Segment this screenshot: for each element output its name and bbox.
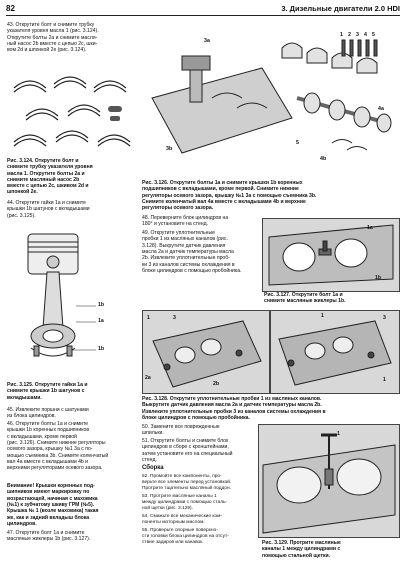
fig-3-128-label-1b: 1 <box>321 313 324 319</box>
fig-3-125-label-2: 1a <box>98 318 104 324</box>
fig-3-127-label-1b: 1b <box>375 275 382 281</box>
oil-channel-brush-illustration <box>262 433 396 534</box>
fig-3-124-caption: Рис. 3.124. Открутите болт и снимите тру… <box>7 158 93 196</box>
cylinder-block-left-illustration <box>152 320 262 388</box>
fig-3-126-label-5b: 5 <box>296 140 299 146</box>
fig-3-126-label-5: 5 <box>372 32 375 38</box>
step-53: 53. Протрите масляные каналы 1 между цил… <box>142 494 228 511</box>
figure-3-129: 1 <box>258 424 400 538</box>
step-46: 46. Открутите болты 1а и снимите крышки … <box>7 421 109 472</box>
figure-3-125: 1b 1a 1b <box>10 226 130 376</box>
step-48: 48. Переверните блок цилиндров на 180° и… <box>142 215 229 228</box>
fig-3-126-label-3: 3 <box>356 32 359 38</box>
fig-3-126-label-4b: 4b <box>320 156 327 162</box>
step-52: 52. Промойте все компоненты, про- верьте… <box>142 474 232 491</box>
fig-3-127-label-1a: 1a <box>367 225 373 231</box>
fig-3-126-label-3b: 3b <box>166 146 173 152</box>
figure-3-124 <box>6 68 136 156</box>
step-49: 49. Открутите уплотнительные пробки 1 из… <box>142 230 242 275</box>
fig-3-126-label-2: 2 <box>348 32 351 38</box>
fig-3-128-label-1a: 1 <box>147 315 150 321</box>
figure-3-128-right: 1 3 1 <box>270 310 400 394</box>
bearing-shells-illustration <box>13 76 131 147</box>
fig-3-128-label-3a: 3 <box>173 315 176 321</box>
step-54: 54. Смажьте все механические ком- понент… <box>142 514 223 525</box>
step-51: 51. Открутите болты и снимите блок цилин… <box>142 438 233 464</box>
step-43: 43. Открутите болт и снимите трубку указ… <box>7 22 99 54</box>
fig-3-126-label-4: 4 <box>364 32 367 38</box>
fig-3-128-label-2a: 2a <box>145 375 151 381</box>
step-47: 47. Открутите болт 1а и снимите масляные… <box>7 530 91 543</box>
fig-3-126-label-4a: 4a <box>378 106 384 112</box>
fig-3-125-caption: Рис. 3.125. Открутите гайки 1а и снимите… <box>7 382 88 401</box>
step-44: 44. Открутите гайки 1а и снимите крышки … <box>7 200 90 219</box>
fig-3-126-label-1: 1 <box>340 32 343 38</box>
fig-3-126-label-3a: 3a <box>204 38 210 44</box>
step-55: 55. Проверьте опорные поверхно- сти голо… <box>142 528 229 545</box>
fig-3-128-caption: Рис. 3.128. Открутите уплотнительные про… <box>142 396 326 421</box>
header-rule <box>6 15 400 16</box>
step-45: 45. Извлеките поршни с шатунами из блока… <box>7 407 89 420</box>
assembly-heading: Сборка <box>142 465 164 471</box>
figure-3-126: 3a 1 2 3 4 5 4a 5 3b 4b <box>142 28 400 176</box>
figure-3-128-left: 1 3 2a 2b <box>142 310 270 394</box>
fig-3-127-caption: Рис. 3.127. Открутите болт 1а и снимите … <box>264 292 346 305</box>
chapter-title: 3. Дизельные двигатели 2.0 HDI <box>281 4 400 13</box>
cylinder-block-right-illustration <box>278 320 392 386</box>
piston-connecting-rod-illustration <box>27 233 96 357</box>
fig-3-129-label-1: 1 <box>337 431 340 437</box>
fig-3-129-caption: Рис. 3.129. Протрите масляные каналы 1 м… <box>262 540 341 559</box>
crankshaft-removal-illustration <box>151 39 392 154</box>
fig-3-128-label-1c: 1 <box>383 377 386 383</box>
figure-3-127: 1a 1b <box>262 218 400 292</box>
step-50: 50. Замените все поврежденные шпильки. <box>142 424 220 437</box>
fig-3-125-label-1: 1b <box>98 302 105 308</box>
fig-3-128-label-3b: 3 <box>383 315 386 321</box>
fig-3-128-label-2b: 2b <box>213 381 220 387</box>
fig-3-126-caption: Рис. 3.126. Открутите болты 1а и снимите… <box>142 180 317 212</box>
fig-3-125-label-3: 1b <box>98 346 105 352</box>
page-number: 82 <box>6 4 15 13</box>
oil-jets-illustration <box>268 224 394 286</box>
warning-note: Внимание! Крышки коренных под- шипников … <box>7 483 99 528</box>
